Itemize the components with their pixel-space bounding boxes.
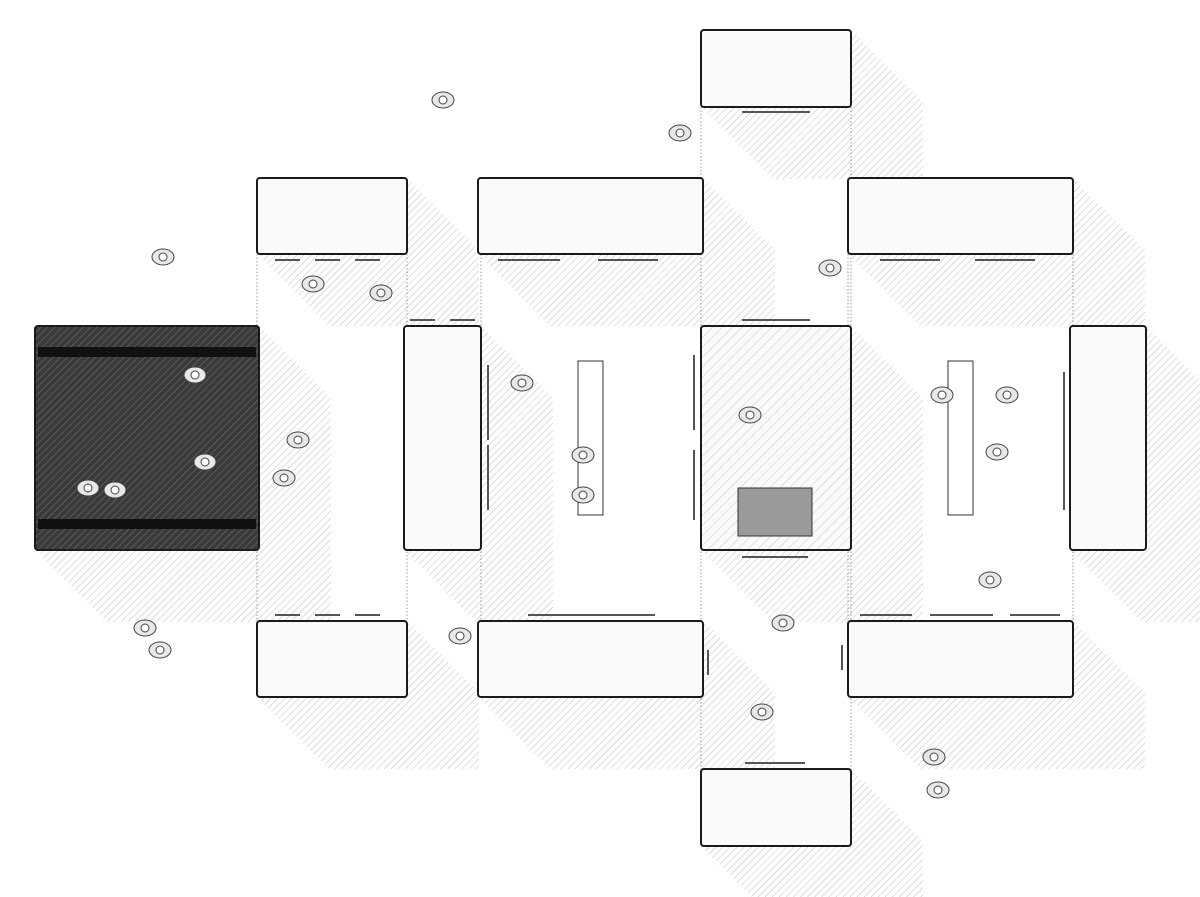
person-head [293, 435, 303, 445]
dark-room-bar [38, 347, 256, 357]
person-head [158, 252, 168, 262]
room-box [403, 325, 482, 551]
person-head [200, 457, 210, 467]
person-head [933, 785, 943, 795]
room-box [256, 620, 408, 698]
person-head [929, 752, 939, 762]
person-head [992, 447, 1002, 457]
person-head [675, 128, 685, 138]
person-head [937, 390, 947, 400]
person-head [308, 279, 318, 289]
person-head [376, 288, 386, 298]
person-head [438, 95, 448, 105]
person-head [279, 473, 289, 483]
dark-room-bar [38, 519, 256, 529]
bench [947, 360, 974, 516]
exhibit-object [737, 487, 813, 537]
person-head [1002, 390, 1012, 400]
room-box [256, 177, 408, 255]
person-head [825, 263, 835, 273]
person-head [578, 450, 588, 460]
person-head [110, 485, 120, 495]
room-box [34, 325, 260, 551]
person-head [745, 410, 755, 420]
room-box [847, 620, 1074, 698]
person-head [517, 378, 527, 388]
room-box [477, 177, 704, 255]
people-layer [76, 91, 1019, 799]
person-head [757, 707, 767, 717]
person-head [985, 575, 995, 585]
person-head [455, 631, 465, 641]
room-box [477, 620, 704, 698]
person-head [190, 370, 200, 380]
room-box [700, 768, 852, 847]
room-box [847, 177, 1074, 255]
detail-layer [38, 111, 1065, 764]
person-head [778, 618, 788, 628]
person-head [578, 490, 588, 500]
person-head [83, 483, 93, 493]
room-box [700, 29, 852, 108]
person-head [140, 623, 150, 633]
room-box [1069, 325, 1147, 551]
person-head [155, 645, 165, 655]
